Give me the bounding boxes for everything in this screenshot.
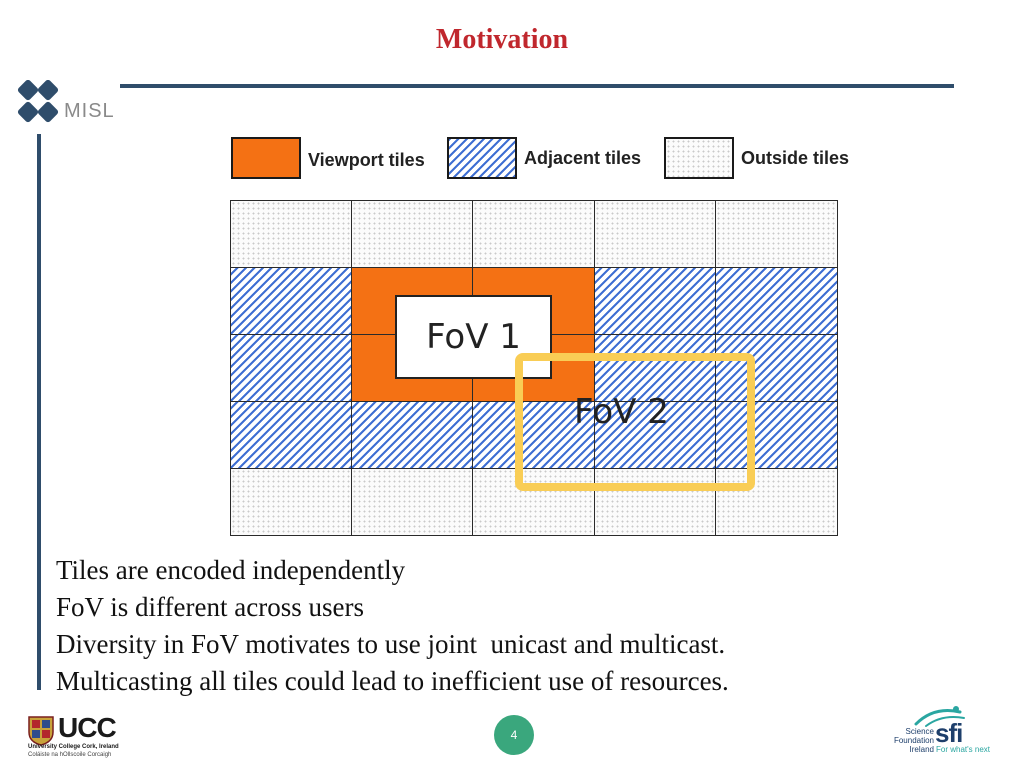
legend-swatch-viewport <box>231 137 301 179</box>
ucc-subtitle-irish: Coláiste na hOllscoile Corcaigh <box>28 752 112 758</box>
legend-label-adjacent: Adjacent tiles <box>524 148 642 168</box>
tile-adjacent <box>472 400 595 469</box>
tile-adjacent <box>229 400 352 469</box>
body-line: Diversity in FoV motivates to use joint … <box>56 629 726 659</box>
ucc-crest-icon <box>28 716 54 746</box>
tile-outside <box>350 467 474 536</box>
tile-outside <box>593 199 717 268</box>
tile-outside <box>472 467 595 536</box>
page-number-badge: 4 <box>494 715 534 755</box>
tile-grid <box>229 199 838 536</box>
sfi-tagline: For what's next <box>936 745 990 754</box>
tile-adjacent <box>715 333 838 402</box>
legend-label-outside: Outside tiles <box>741 148 850 168</box>
ucc-subtitle: University College Cork, Ireland <box>28 744 119 750</box>
ucc-logo-text: UCC <box>58 712 117 743</box>
tile-adjacent <box>593 333 717 402</box>
fov1-box: FoV 1 <box>395 295 552 379</box>
legend-swatch-adjacent <box>447 137 517 179</box>
tile-adjacent <box>229 266 352 335</box>
tile-outside <box>350 199 474 268</box>
sfi-wordmark: Science Foundation Ireland <box>886 727 934 754</box>
sfi-word: Foundation <box>893 736 934 745</box>
body-line: FoV is different across users <box>56 592 364 622</box>
tile-outside <box>472 199 595 268</box>
tile-adjacent <box>229 333 352 402</box>
sfi-swirl-icon <box>914 706 965 727</box>
slide-title: Motivation <box>435 24 569 55</box>
tile-adjacent <box>715 400 838 469</box>
tile-outside <box>229 199 352 268</box>
misl-logo-text: MISL <box>64 100 115 122</box>
tile-adjacent <box>593 400 717 469</box>
fov2-outline <box>515 353 755 491</box>
tile-outside <box>715 199 838 268</box>
title-divider <box>120 84 954 88</box>
tile-adjacent <box>593 266 717 335</box>
fov2-label: FoV 2 <box>574 392 669 432</box>
tile-outside <box>593 467 717 536</box>
tile-adjacent <box>350 400 474 469</box>
body-text: Tiles are encoded independently FoV is d… <box>56 552 956 700</box>
sfi-word: Science <box>905 727 934 736</box>
left-divider <box>37 134 41 690</box>
misl-logo-icon <box>17 80 59 123</box>
body-line: Multicasting all tiles could lead to ine… <box>56 666 729 696</box>
sfi-word: Ireland <box>909 745 934 754</box>
body-line: Tiles are encoded independently <box>56 555 406 585</box>
tile-outside <box>715 467 838 536</box>
tile-outside <box>229 467 352 536</box>
legend-label-viewport: Viewport tiles <box>308 150 425 170</box>
sfi-logo-text: sfi <box>935 718 963 748</box>
legend-swatch-outside <box>664 137 734 179</box>
tile-adjacent <box>715 266 838 335</box>
